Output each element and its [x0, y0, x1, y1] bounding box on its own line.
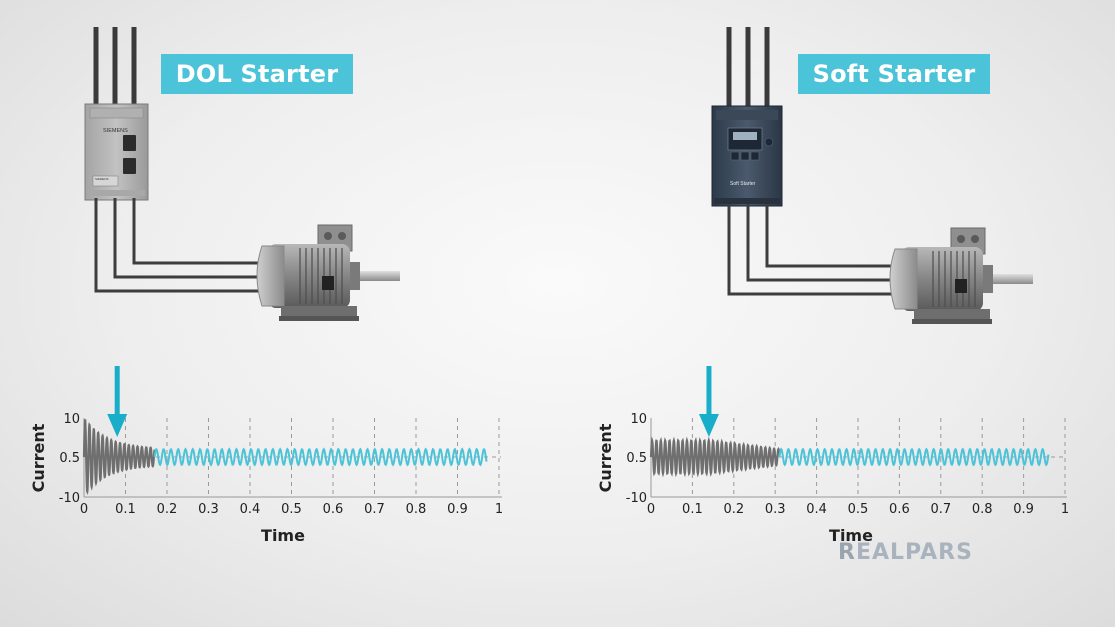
soft-startup-arrow [698, 366, 719, 437]
soft-x-tick-label: 0.7 [930, 502, 951, 517]
logo-rest: EALPARS [855, 540, 973, 565]
dol-starter-device: SIEMENS SIEMENS [84, 103, 149, 201]
dol-inrush-arrow [107, 366, 128, 437]
soft-x-tick-label: 0.8 [972, 502, 993, 517]
soft-power-cables [726, 27, 770, 108]
dol-x-tick-label: 0.9 [447, 502, 468, 517]
logo-prefix: R [838, 540, 856, 565]
dol-series-transient [82, 419, 156, 496]
dol-x-tick-label: 0 [80, 502, 88, 517]
dol-starter-plate: SIEMENS [95, 177, 109, 181]
dol-x-tick-label: 0.5 [281, 502, 302, 517]
soft-motor-wires [727, 204, 895, 296]
soft-x-tick-label: 0.4 [806, 502, 827, 517]
dol-x-tick-label: 0.1 [115, 502, 136, 517]
dol-x-tick-label: 0.8 [406, 502, 427, 517]
dol-series-steady [153, 447, 488, 467]
dol-y-tick-label: -10 [59, 491, 80, 506]
soft-x-tick-label: 0.5 [848, 502, 869, 517]
dol-starter-brand: SIEMENS [103, 128, 128, 134]
soft-arrow-head [698, 414, 719, 437]
soft-x-axis-label: Time [829, 526, 873, 545]
soft-x-tick-label: 0.2 [723, 502, 744, 517]
soft-x-tick-label: 1 [1061, 502, 1069, 517]
soft-starter-label: Soft Starter [730, 181, 756, 187]
dol-x-tick-label: 0.2 [157, 502, 178, 517]
dol-current-chart: -10 0.5 10 0 0.1 0.2 0.3 0.4 0.5 0.6 0.7 0.8 0.9 1 C… [29, 366, 503, 545]
soft-x-tick-label: 0.3 [765, 502, 786, 517]
soft-y-tick-label: 0.5 [626, 451, 647, 466]
dol-y-axis-label: Current [29, 423, 48, 492]
dol-starter-title: DOL Starter [161, 54, 353, 94]
soft-current-chart: -10 0.5 10 0 0.1 0.2 0.3 0.4 0.5 0.6 0.7 0.8 0.9 1 C… [596, 366, 1069, 545]
dol-motor [256, 224, 400, 321]
soft-starter-device: Soft Starter [711, 105, 783, 207]
soft-y-ticks: -10 0.5 10 [626, 412, 647, 506]
soft-series [649, 436, 1050, 478]
soft-series-transient [649, 436, 781, 478]
soft-starter-title: Soft Starter [798, 54, 990, 94]
dol-y-tick-label: 0.5 [59, 451, 80, 466]
soft-y-tick-label: 10 [630, 412, 647, 427]
dol-y-tick-label: 10 [63, 412, 80, 427]
dol-power-cables [93, 27, 137, 108]
soft-x-tick-label: 0.6 [889, 502, 910, 517]
dol-x-ticks: 0 0.1 0.2 0.3 0.4 0.5 0.6 0.7 0.8 0.9 1 [80, 502, 503, 517]
soft-x-tick-label: 0 [647, 502, 655, 517]
dol-x-tick-label: 1 [495, 502, 503, 517]
dol-x-tick-label: 0.4 [240, 502, 261, 517]
soft-x-tick-label: 0.1 [682, 502, 703, 517]
dol-y-ticks: -10 0.5 10 [59, 412, 80, 506]
realpars-logo: REALPARS [838, 540, 973, 565]
soft-x-ticks: 0 0.1 0.2 0.3 0.4 0.5 0.6 0.7 0.8 0.9 1 [647, 502, 1069, 517]
soft-x-tick-label: 0.9 [1013, 502, 1034, 517]
soft-y-tick-label: -10 [626, 491, 647, 506]
dol-x-tick-label: 0.6 [323, 502, 344, 517]
dol-motor-wires [94, 198, 262, 293]
dol-series [82, 419, 488, 496]
soft-y-axis-label: Current [596, 423, 615, 492]
dol-x-axis-label: Time [261, 526, 305, 545]
dol-arrow-head [107, 414, 128, 437]
dol-x-tick-label: 0.3 [198, 502, 219, 517]
dol-x-tick-label: 0.7 [364, 502, 385, 517]
soft-motor [889, 227, 1033, 324]
soft-series-steady [778, 447, 1050, 467]
